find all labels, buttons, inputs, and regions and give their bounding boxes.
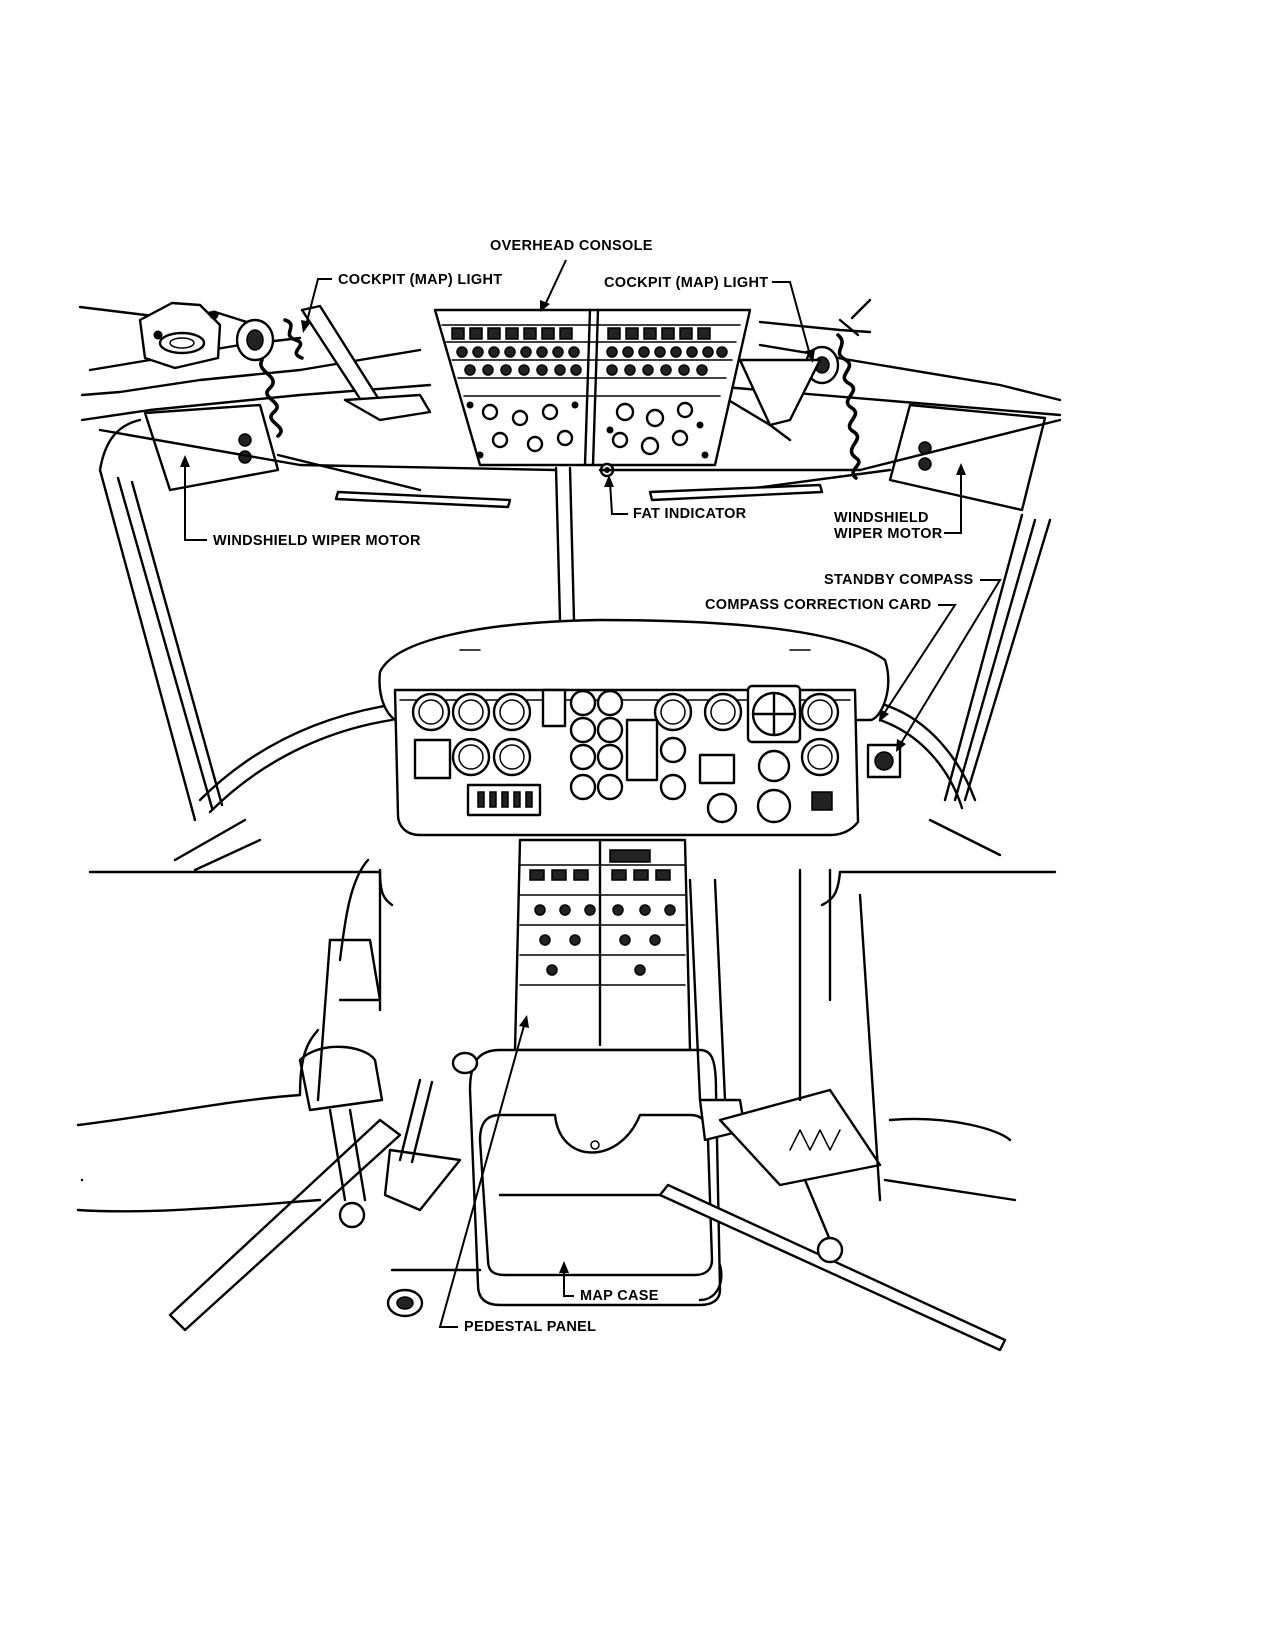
roof-structure (78, 298, 1062, 480)
lower-cockpit (76, 838, 1057, 1352)
overhead-console (433, 308, 752, 478)
windshield-frame (80, 418, 1062, 1182)
label-standby-compass: STANDBY COMPASS (824, 572, 974, 588)
label-wiper-motor-right-line1: WINDSHIELD (834, 510, 929, 526)
label-wiper-motor-left: WINDSHIELD WIPER MOTOR (213, 533, 421, 549)
label-compass-correction-card: COMPASS CORRECTION CARD (705, 597, 932, 613)
wiper-motor-right (648, 403, 1047, 512)
label-pedestal-panel: PEDESTAL PANEL (464, 1319, 596, 1335)
label-cockpit-map-light-right: COCKPIT (MAP) LIGHT (604, 275, 768, 291)
label-overhead-console: OVERHEAD CONSOLE (490, 238, 653, 254)
instrument-panel (378, 618, 902, 837)
label-wiper-motor-right-line2: WIPER MOTOR (834, 526, 943, 542)
label-cockpit-map-light-left: COCKPIT (MAP) LIGHT (338, 272, 502, 288)
label-map-case: MAP CASE (580, 1288, 659, 1304)
callouts: OVERHEAD CONSOLE COCKPIT (MAP) LIGHT COC… (180, 238, 1002, 1335)
wiper-motor-left (143, 403, 512, 509)
label-fat-indicator: FAT INDICATOR (633, 506, 747, 522)
